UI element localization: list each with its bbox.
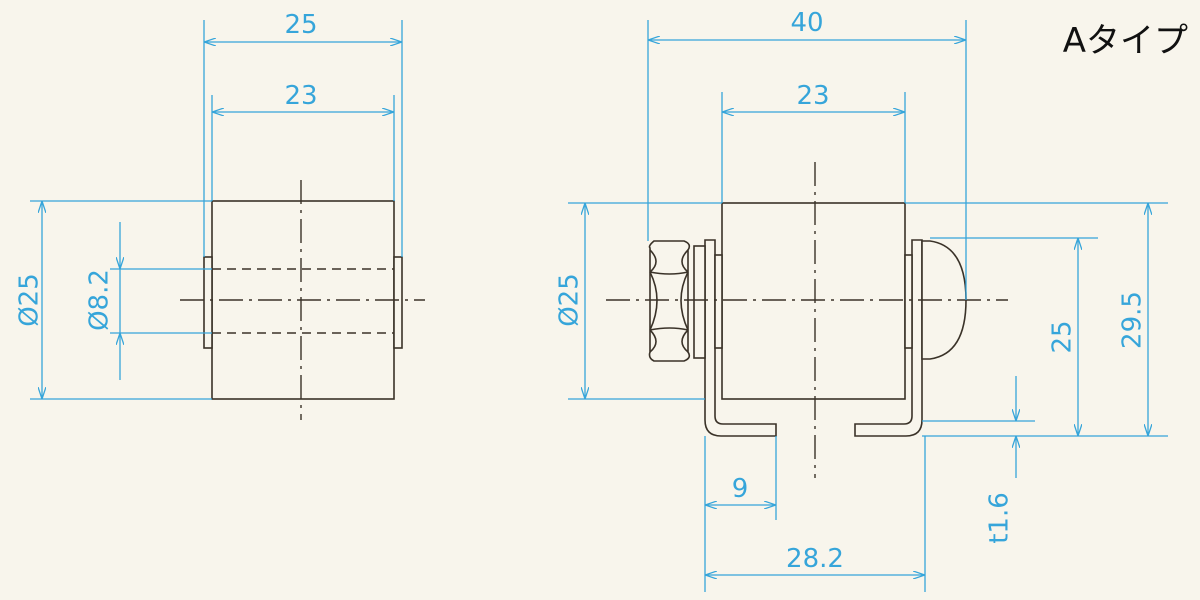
front-view: 40 23 Ø25 25 29.5 t1.6 bbox=[555, 8, 1168, 592]
dim-side-width-inner: 23 bbox=[284, 81, 317, 111]
side-view-roller bbox=[180, 180, 425, 420]
hex-nut bbox=[648, 240, 691, 362]
spacer-right bbox=[904, 254, 913, 349]
side-view-dimensions: 25 23 Ø25 Ø8.2 bbox=[15, 10, 403, 400]
front-view-parts bbox=[606, 162, 1008, 478]
bracket-right bbox=[854, 239, 923, 437]
dim-front-width-total: 40 bbox=[790, 8, 823, 38]
dim-side-diameter-shaft: Ø8.2 bbox=[85, 269, 115, 331]
dim-side-diameter-outer: Ø25 bbox=[15, 273, 45, 327]
roller-body bbox=[721, 202, 906, 400]
front-view-dimensions: 40 23 Ø25 25 29.5 t1.6 bbox=[555, 8, 1168, 592]
drawing-title: Aタイプ bbox=[1063, 21, 1188, 61]
dim-front-diameter-roller: Ø25 bbox=[555, 273, 585, 327]
dim-side-width-outer: 25 bbox=[284, 10, 317, 40]
dim-front-height-29-5: 29.5 bbox=[1118, 291, 1148, 349]
washer-left bbox=[693, 245, 706, 359]
bracket-left bbox=[704, 239, 777, 437]
dim-front-width-roller: 23 bbox=[796, 81, 829, 111]
dim-front-thickness: t1.6 bbox=[985, 492, 1015, 544]
side-view: 25 23 Ø25 Ø8.2 bbox=[15, 10, 425, 420]
dim-front-foot-9: 9 bbox=[732, 474, 749, 504]
spacer-left bbox=[714, 254, 723, 349]
dim-front-base-28-2: 28.2 bbox=[786, 544, 844, 574]
dim-front-height-25: 25 bbox=[1048, 320, 1078, 353]
